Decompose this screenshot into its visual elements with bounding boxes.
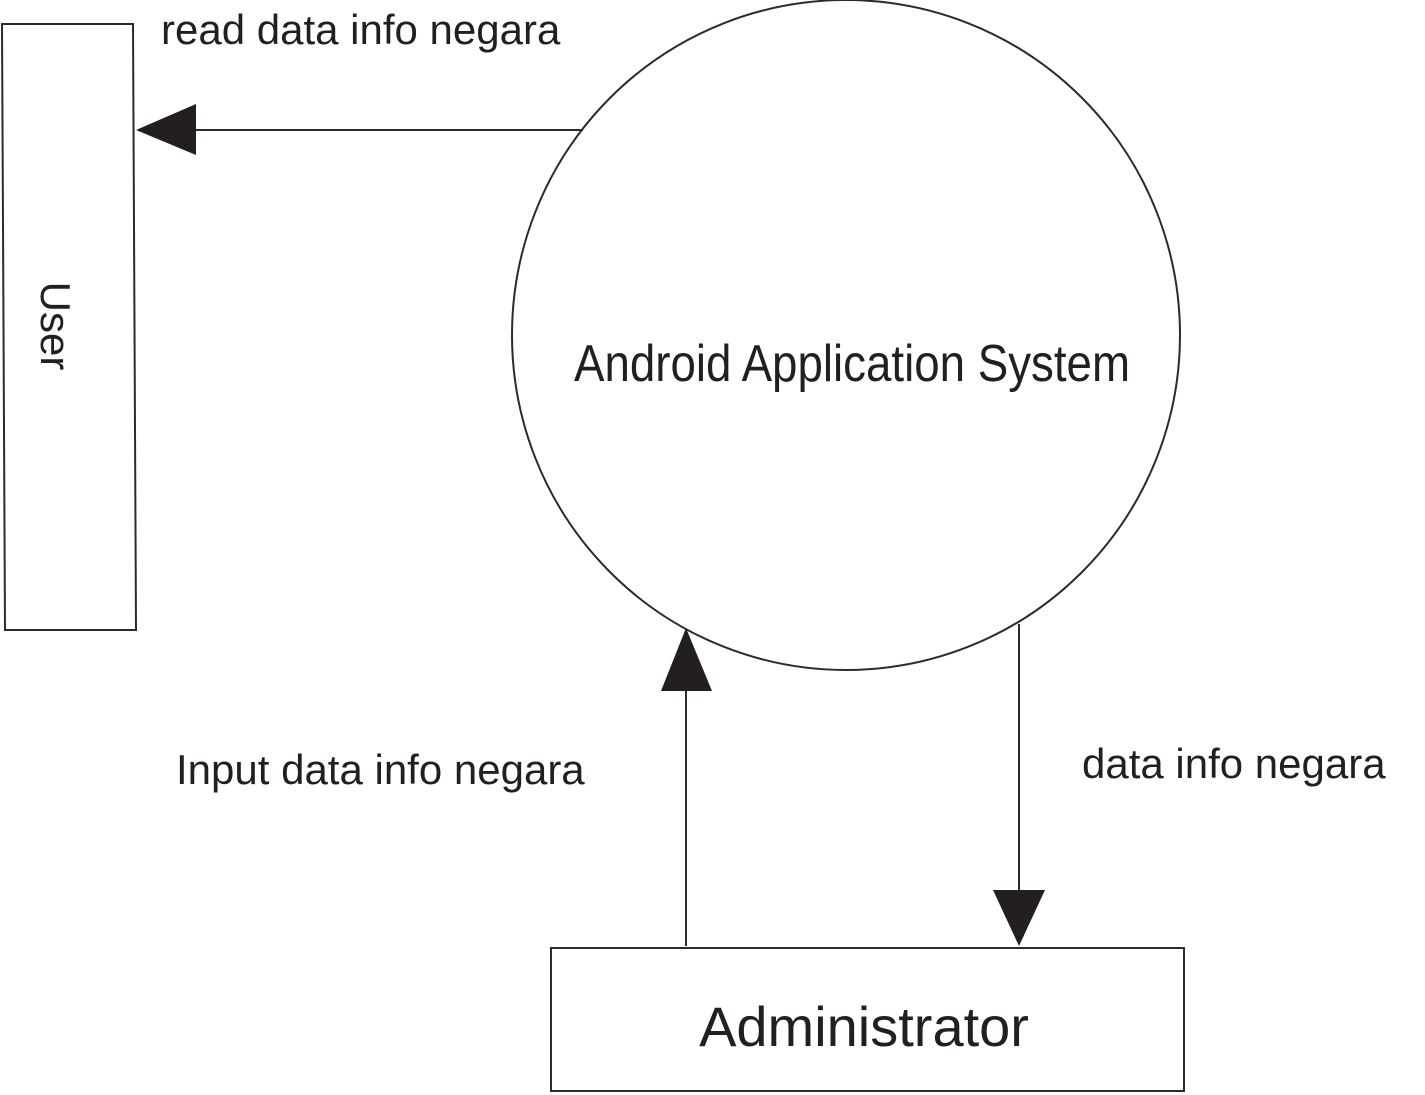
- admin-entity-label: Administrator: [699, 995, 1029, 1058]
- flow-system-to-user: read data info negara: [136, 6, 583, 155]
- user-entity-box: [0, 23, 138, 631]
- flow-system-to-admin-label: data info negara: [1082, 740, 1386, 787]
- user-entity: User: [0, 23, 138, 631]
- admin-entity: Administrator: [550, 947, 1185, 1092]
- flow-system-to-admin: data info negara: [993, 624, 1386, 946]
- admin-entity-box: [550, 947, 1185, 1092]
- flow-admin-to-system-arrowhead: [661, 628, 712, 691]
- user-entity-label: User: [32, 282, 79, 371]
- system-process: Android Application System: [511, 0, 1181, 671]
- flow-system-to-user-arrowhead: [136, 104, 196, 155]
- flow-system-to-user-label: read data info negara: [161, 6, 561, 53]
- flow-system-to-admin-arrowhead: [993, 890, 1045, 946]
- flow-admin-to-system: Input data info negara: [176, 628, 712, 946]
- system-process-circle: [511, 0, 1181, 671]
- system-process-label: Android Application System: [574, 335, 1130, 393]
- flow-admin-to-system-label: Input data info negara: [176, 746, 585, 793]
